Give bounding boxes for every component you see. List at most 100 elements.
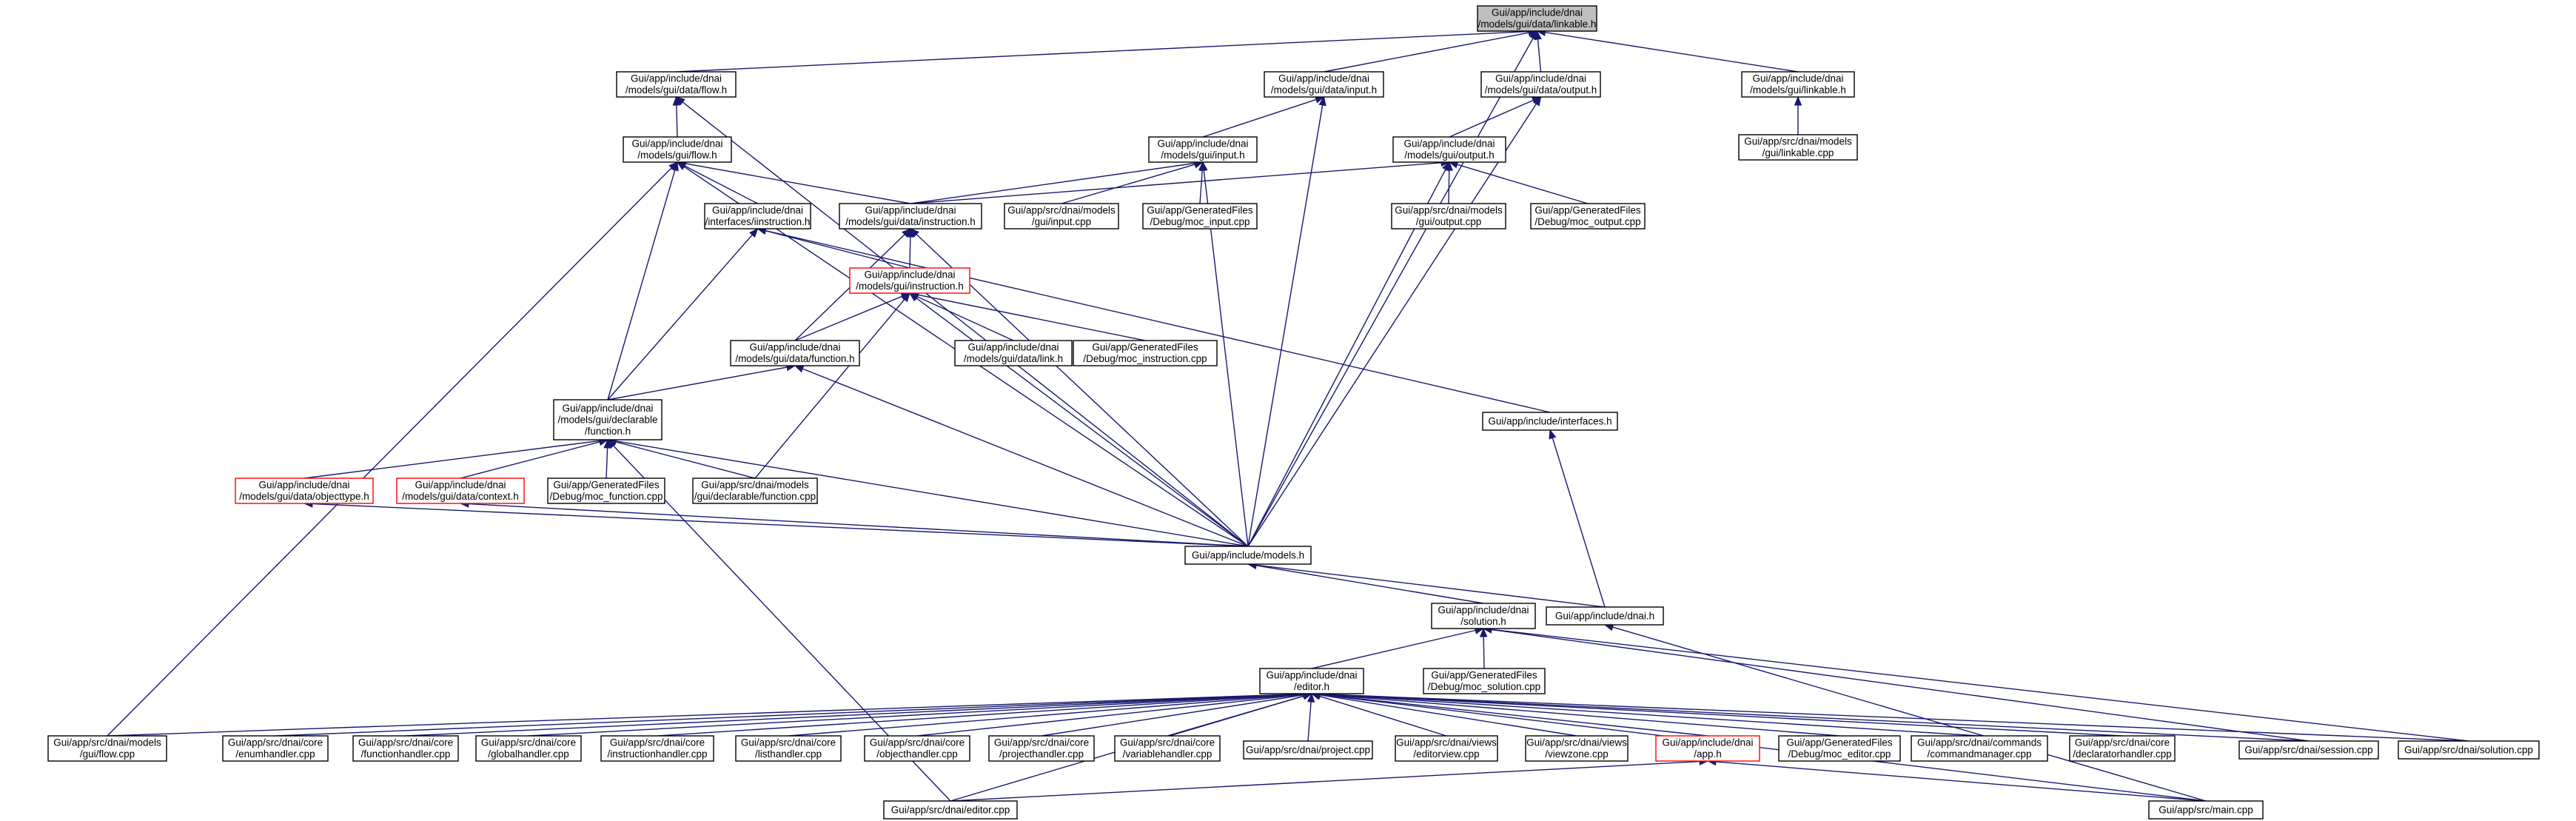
edge-line: [685, 163, 911, 204]
node-label-line: /models/gui/data/instruction.h: [845, 216, 976, 227]
edge-gui-app-include-dnai-models-gui-data-link-h-to-gui-app-include-dnai-models-gui-instruction-h: [908, 292, 1014, 341]
node-gui-app-include-dnai-models-gui-linkable-h[interactable]: Gui/app/include/dnai/models/gui/linkable…: [1741, 71, 1855, 98]
node-gui-app-src-dnai-core-projecthandler-cpp[interactable]: Gui/app/src/dnai/core/projecthandler.cpp: [988, 735, 1095, 762]
node-gui-app-include-dnai-interfaces-iinstruction-h[interactable]: Gui/app/include/dnai/interfaces/iinstruc…: [704, 203, 811, 229]
node-gui-app-include-dnai-models-gui-data-output-h[interactable]: Gui/app/include/dnai/models/gui/data/out…: [1480, 71, 1601, 98]
node-gui-app-src-dnai-models-gui-linkable-cpp[interactable]: Gui/app/src/dnai/models/gui/linkable.cpp: [1738, 134, 1858, 161]
edge-arrowhead: [910, 228, 919, 238]
node-gui-app-include-dnai-models-gui-output-h[interactable]: Gui/app/include/dnai/models/gui/output.h: [1392, 136, 1506, 163]
node-gui-app-include-dnai-editor-h[interactable]: Gui/app/include/dnai/editor.h: [1259, 668, 1364, 694]
node-gui-app-include-interfaces-h[interactable]: Gui/app/include/interfaces.h: [1482, 412, 1618, 431]
node-label-line: Gui/app/include/dnai.h: [1555, 610, 1654, 621]
node-gui-app-generatedfiles-debug-moc-output-cpp[interactable]: Gui/app/GeneratedFiles/Debug/moc_output.…: [1530, 203, 1646, 229]
node-gui-app-generatedfiles-debug-moc-function-cpp[interactable]: Gui/app/GeneratedFiles/Debug/moc_functio…: [547, 477, 665, 504]
node-gui-app-src-dnai-core-objecthandler-cpp[interactable]: Gui/app/src/dnai/core/objecthandler.cpp: [864, 735, 970, 762]
edge-arrowhead: [607, 439, 617, 449]
edge-arrowhead: [1318, 95, 1326, 107]
edge-gui-app-src-dnai-models-gui-declarable-function-cpp-to-gui-app-include-dnai-models-gui-instruction-h: [754, 292, 910, 479]
node-label-line: /solution.h: [1460, 616, 1506, 627]
node-gui-app-include-dnai-models-gui-data-input-h[interactable]: Gui/app/include/dnai/models/gui/data/inp…: [1264, 71, 1384, 98]
edge-line: [1324, 32, 1529, 73]
node-label-line: Gui/app/include/dnai: [1662, 737, 1753, 748]
node-gui-app-include-dnai-models-gui-data-context-h[interactable]: Gui/app/include/dnai/models/gui/data/con…: [396, 477, 525, 504]
node-label-line: Gui/app/include/dnai: [631, 138, 722, 150]
edge-gui-app-include-models-h-to-gui-app-include-dnai-models-gui-data-function-h: [794, 365, 1249, 547]
node-label-line: /interfaces/iinstruction.h: [705, 216, 811, 227]
edge-line: [916, 298, 1249, 547]
edge-line: [1247, 103, 1537, 547]
edge-line: [615, 440, 1249, 547]
edge-line: [1061, 164, 1195, 204]
node-label-line: Gui/app/src/dnai/models: [1395, 205, 1503, 216]
node-gui-app-src-dnai-core-declaratorhandler-cpp[interactable]: Gui/app/src/dnai/core/declaratorhandler.…: [2069, 735, 2176, 762]
node-gui-app-src-dnai-project-cpp[interactable]: Gui/app/src/dnai/project.cpp: [1243, 740, 1373, 760]
edge-gui-app-include-models-h-to-gui-app-include-dnai-models-gui-data-linkable-h: [1247, 30, 1538, 547]
edge-gui-app-src-main-cpp-to-gui-app-include-dnai-h: [1603, 623, 2207, 802]
node-gui-app-include-dnai-models-gui-data-function-h[interactable]: Gui/app/include/dnai/models/gui/data/fun…: [730, 340, 860, 366]
node-gui-app-src-main-cpp[interactable]: Gui/app/src/main.cpp: [2148, 800, 2264, 820]
edge-arrowhead: [908, 292, 919, 302]
node-gui-app-src-dnai-session-cpp[interactable]: Gui/app/src/dnai/session.cpp: [2238, 740, 2379, 760]
node-gui-app-generatedfiles-debug-moc-editor-cpp[interactable]: Gui/app/GeneratedFiles/Debug/moc_editor.…: [1778, 735, 1901, 762]
node-gui-app-generatedfiles-debug-moc-solution-cpp[interactable]: Gui/app/GeneratedFiles/Debug/moc_solutio…: [1423, 668, 1546, 694]
node-gui-app-include-dnai-models-gui-instruction-h[interactable]: Gui/app/include/dnai/models/gui/instruct…: [849, 267, 970, 294]
node-gui-app-src-dnai-views-viewzone-cpp[interactable]: Gui/app/src/dnai/views/viewzone.cpp: [1525, 735, 1629, 762]
node-label: Gui/app/src/dnai/commands/commandmanager…: [1917, 737, 2042, 760]
edge-line: [916, 295, 1014, 341]
edge-line: [1307, 701, 1312, 742]
node-label: Gui/app/include/dnai/models/gui/instruct…: [856, 269, 964, 292]
edge-gui-app-src-dnai-solution-cpp-to-gui-app-include-dnai-solution-h: [1482, 626, 2469, 742]
node-gui-app-src-dnai-core-functionhandler-cpp[interactable]: Gui/app/src/dnai/core/functionhandler.cp…: [352, 735, 459, 762]
node-label: Gui/app/src/dnai/core/globalhandler.cpp: [481, 737, 576, 760]
node-label-line: /listhandler.cpp: [755, 748, 822, 760]
node-gui-app-include-dnai-models-gui-flow-h[interactable]: Gui/app/include/dnai/models/gui/flow.h: [623, 136, 732, 163]
node-gui-app-include-dnai-models-gui-data-flow-h[interactable]: Gui/app/include/dnai/models/gui/data/flo…: [616, 71, 737, 98]
node-gui-app-generatedfiles-debug-moc-input-cpp[interactable]: Gui/app/GeneratedFiles/Debug/moc_input.c…: [1142, 203, 1258, 229]
node-gui-app-src-dnai-models-gui-flow-cpp[interactable]: Gui/app/src/dnai/models/gui/flow.cpp: [47, 735, 167, 762]
node-label: Gui/app/include/dnai/models/gui/data/con…: [402, 480, 519, 503]
node-box: [222, 735, 329, 762]
edge-arrowhead: [672, 95, 681, 106]
node-gui-app-src-dnai-models-gui-output-cpp[interactable]: Gui/app/src/dnai/models/gui/output.cpp: [1391, 203, 1506, 229]
edge-line: [1612, 626, 2207, 802]
node-label: Gui/app/include/dnai/models/gui/output.h: [1403, 138, 1495, 161]
node-gui-app-src-dnai-core-instructionhandler-cpp[interactable]: Gui/app/src/dnai/core/instructionhandler…: [600, 735, 714, 762]
node-box: [1142, 203, 1258, 229]
edge-line: [684, 165, 758, 204]
node-box: [2238, 740, 2379, 760]
node-gui-app-src-dnai-editor-cpp[interactable]: Gui/app/src/dnai/editor.cpp: [883, 800, 1018, 820]
node-gui-app-include-dnai-models-gui-data-objecttype-h[interactable]: Gui/app/include/dnai/models/gui/data/obj…: [235, 477, 374, 504]
node-box: [1264, 71, 1384, 98]
node-label-line: Gui/app/src/dnai/commands: [1917, 737, 2042, 748]
node-gui-app-include-dnai-models-gui-data-link-h[interactable]: Gui/app/include/dnai/models/gui/data/lin…: [954, 340, 1073, 366]
node-gui-app-include-dnai-solution-h[interactable]: Gui/app/include/dnai/solution.h: [1431, 603, 1536, 629]
node-gui-app-include-models-h[interactable]: Gui/app/include/models.h: [1184, 546, 1312, 565]
node-label-line: Gui/app/src/dnai/models: [1007, 205, 1116, 216]
node-label: Gui/app/src/dnai/core/variablehandler.cp…: [1120, 737, 1215, 760]
node-gui-app-generatedfiles-debug-moc-instruction-cpp[interactable]: Gui/app/GeneratedFiles/Debug/moc_instruc…: [1073, 340, 1218, 366]
node-gui-app-include-dnai-models-gui-data-instruction-h[interactable]: Gui/app/include/dnai/models/gui/data/ins…: [839, 203, 982, 229]
node-label-line: Gui/app/src/dnai/core: [870, 737, 965, 748]
node-gui-app-src-dnai-solution-cpp[interactable]: Gui/app/src/dnai/solution.cpp: [2398, 740, 2540, 760]
node-gui-app-include-dnai-h[interactable]: Gui/app/include/dnai.h: [1546, 606, 1664, 626]
edge-line: [460, 441, 600, 479]
node-gui-app-src-dnai-commands-commandmanager-cpp[interactable]: Gui/app/src/dnai/commands/commandmanager…: [1911, 735, 2048, 762]
edge-line: [1319, 695, 1447, 737]
edge-gui-app-src-dnai-models-gui-linkable-cpp-to-gui-app-include-dnai-models-gui-linkable-h: [1794, 95, 1802, 135]
node-gui-app-src-dnai-core-enumhandler-cpp[interactable]: Gui/app/src/dnai/core/enumhandler.cpp: [222, 735, 329, 762]
edge-gui-app-include-dnai-models-gui-data-instruction-h-to-gui-app-include-dnai-models-gui-input-h: [910, 159, 1204, 204]
edge-gui-app-include-dnai-models-gui-data-context-h-to-gui-app-include-dnai-models-gui-declarable-function-h: [460, 438, 609, 479]
node-gui-app-src-dnai-core-listhandler-cpp[interactable]: Gui/app/src/dnai/core/listhandler.cpp: [735, 735, 842, 762]
edge-gui-app-include-dnai-models-gui-data-instruction-h-to-gui-app-include-dnai-models-gui-output-h: [910, 158, 1451, 204]
node-gui-app-include-dnai-models-gui-declarable-function-h[interactable]: Gui/app/include/dnai/models/gui/declarab…: [553, 399, 663, 440]
node-gui-app-src-dnai-models-gui-declarable-function-cpp[interactable]: Gui/app/src/dnai/models/gui/declarable/f…: [692, 477, 818, 504]
node-label-line: Gui/app/src/dnai/editor.cpp: [891, 804, 1010, 815]
node-gui-app-include-dnai-app-h[interactable]: Gui/app/include/dnai/app.h: [1655, 735, 1760, 762]
node-gui-app-src-dnai-models-gui-input-cpp[interactable]: Gui/app/src/dnai/models/gui/input.cpp: [1004, 203, 1119, 229]
edge-line: [676, 30, 1529, 73]
node-gui-app-src-dnai-views-editorview-cpp[interactable]: Gui/app/src/dnai/views/editorview.cpp: [1395, 735, 1498, 762]
node-gui-app-src-dnai-core-globalhandler-cpp[interactable]: Gui/app/src/dnai/core/globalhandler.cpp: [475, 735, 582, 762]
edge-line: [468, 503, 1249, 547]
node-gui-app-src-dnai-core-variablehandler-cpp[interactable]: Gui/app/src/dnai/core/variablehandler.cp…: [1114, 735, 1221, 762]
node-gui-app-include-dnai-models-gui-input-h[interactable]: Gui/app/include/dnai/models/gui/input.h: [1148, 136, 1258, 163]
